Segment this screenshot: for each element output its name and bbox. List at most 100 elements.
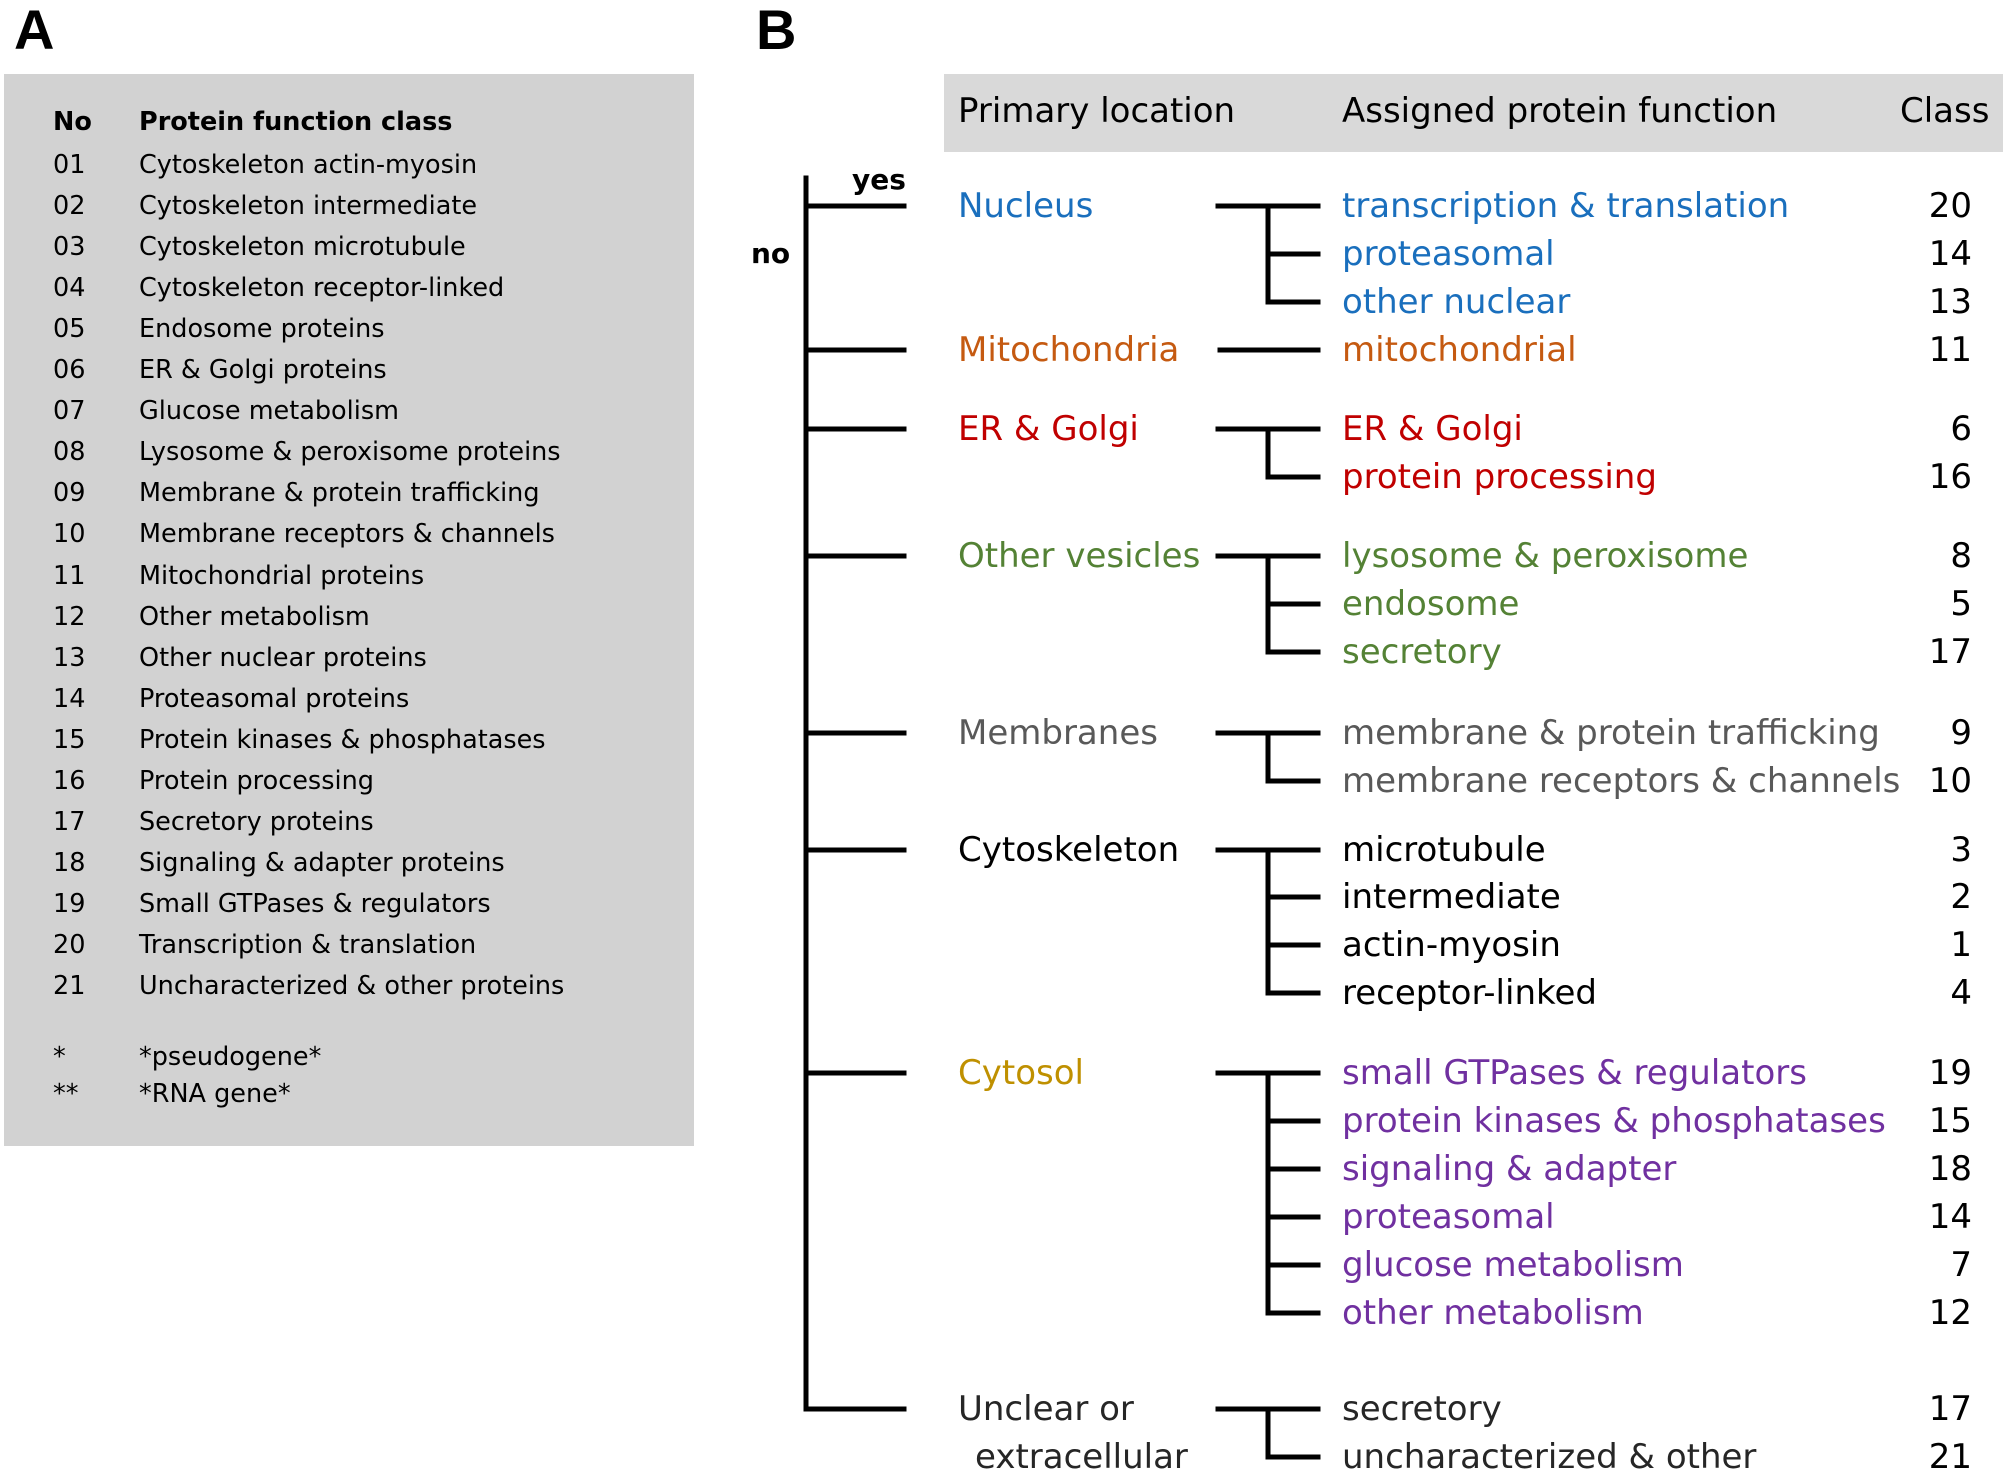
legend-row-label: Mitochondrial proteins	[139, 560, 425, 591]
legend-row-label: Uncharacterized & other proteins	[139, 971, 565, 1001]
legend-row-no: 20	[53, 929, 86, 960]
class-number: 18	[1928, 1149, 1972, 1189]
legend-row-label: Transcription & translation	[139, 929, 477, 960]
assigned-function-label: actin-myosin	[1342, 925, 1561, 965]
class-number: 16	[1928, 457, 1972, 497]
legend-row-label: Cytoskeleton intermediate	[139, 191, 478, 222]
tree-yes-label: yes	[852, 163, 906, 196]
primary-location-label: extracellular	[975, 1437, 1188, 1477]
class-number: 12	[1928, 1293, 1972, 1333]
class-number: 20	[1928, 186, 1972, 226]
primary-location-label: Cytosol	[958, 1053, 1084, 1093]
primary-location-label: Membranes	[958, 713, 1158, 753]
header-primary-location: Primary location	[958, 91, 1236, 131]
class-number: 3	[1950, 830, 1972, 870]
legend-row-no: 12	[53, 601, 86, 632]
class-number: 9	[1950, 713, 1972, 753]
legend-row-label: ER & Golgi proteins	[139, 355, 387, 386]
class-number: 6	[1950, 409, 1972, 449]
assigned-function-label: secretory	[1342, 632, 1502, 672]
assigned-function-label: ER & Golgi	[1342, 409, 1523, 449]
legend-row-no: 16	[53, 765, 86, 796]
legend-row-label: Signaling & adapter proteins	[139, 847, 505, 878]
legend-row-no: 01	[53, 150, 86, 180]
legend-row-label: Secretory proteins	[139, 806, 374, 837]
legend-row-label: Cytoskeleton actin-myosin	[139, 150, 478, 180]
class-number: 4	[1950, 973, 1972, 1013]
function-class-legend	[4, 74, 694, 1146]
assigned-function-label: membrane & protein trafficking	[1342, 713, 1880, 753]
legend-note-label: *RNA gene*	[139, 1079, 291, 1109]
class-number: 17	[1928, 632, 1972, 672]
assigned-function-label: membrane receptors & channels	[1342, 761, 1901, 801]
legend-row-no: 17	[53, 806, 86, 837]
assigned-function-label: microtubule	[1342, 830, 1546, 870]
legend-row-label: Protein processing	[139, 765, 374, 796]
primary-location-label: Other vesicles	[958, 536, 1201, 576]
assigned-function-label: uncharacterized & other	[1342, 1437, 1757, 1477]
assigned-function-label: protein kinases & phosphatases	[1342, 1101, 1886, 1141]
primary-location-label: Mitochondria	[958, 330, 1180, 370]
assigned-function-label: small GTPases & regulators	[1342, 1053, 1807, 1093]
legend-row-no: 10	[53, 519, 86, 550]
legend-row-no: 14	[53, 683, 86, 714]
legend-row-label: Lysosome & peroxisome proteins	[139, 437, 561, 468]
legend-row-label: Endosome proteins	[139, 314, 385, 345]
legend-row-no: 06	[53, 355, 86, 386]
legend-row-label: Small GTPases & regulators	[139, 888, 491, 919]
legend-row-no: 08	[53, 437, 86, 468]
legend-row-label: Proteasomal proteins	[139, 683, 410, 714]
primary-location-label: Unclear or	[958, 1389, 1134, 1429]
legend-row-no: 05	[53, 314, 86, 345]
legend-note-symbol: *	[53, 1042, 66, 1072]
legend-row-label: Other metabolism	[139, 601, 370, 632]
table-header	[944, 74, 2003, 152]
legend-row-label: Cytoskeleton microtubule	[139, 232, 466, 263]
class-number: 21	[1928, 1437, 1972, 1477]
legend-row-no: 13	[53, 642, 86, 673]
class-number: 10	[1928, 761, 1972, 801]
class-number: 15	[1928, 1101, 1972, 1141]
legend-row-no: 09	[53, 478, 86, 509]
assigned-function-label: protein processing	[1342, 457, 1657, 497]
legend-row-no: 19	[53, 888, 86, 919]
class-number: 2	[1950, 877, 1972, 917]
legend-row-label: Other nuclear proteins	[139, 642, 427, 673]
assigned-function-label: signaling & adapter	[1342, 1149, 1677, 1189]
legend-row-label: Glucose metabolism	[139, 396, 399, 427]
primary-location-label: ER & Golgi	[958, 409, 1139, 449]
legend-header-class: Protein function class	[139, 107, 453, 137]
primary-location-label: Cytoskeleton	[958, 830, 1180, 870]
legend-row-no: 03	[53, 232, 86, 263]
class-number: 13	[1928, 282, 1972, 322]
assigned-function-label: proteasomal	[1342, 234, 1555, 274]
class-number: 1	[1950, 925, 1972, 965]
class-number: 8	[1950, 536, 1972, 576]
legend-row-no: 02	[53, 191, 86, 222]
legend-row-no: 21	[53, 971, 86, 1001]
assigned-function-label: endosome	[1342, 584, 1520, 624]
class-number: 7	[1950, 1245, 1972, 1285]
class-number: 17	[1928, 1389, 1972, 1429]
assigned-function-label: receptor-linked	[1342, 973, 1597, 1013]
assigned-function-label: other metabolism	[1342, 1293, 1644, 1333]
legend-row-label: Protein kinases & phosphatases	[139, 724, 546, 755]
legend-row-label: Cytoskeleton receptor-linked	[139, 273, 505, 304]
class-number: 5	[1950, 584, 1972, 624]
legend-row-no: 15	[53, 724, 86, 755]
primary-location-label: Nucleus	[958, 186, 1094, 226]
assigned-function-label: mitochondrial	[1342, 330, 1577, 370]
assigned-function-label: proteasomal	[1342, 1197, 1555, 1237]
legend-row-label: Membrane receptors & channels	[139, 519, 555, 550]
assigned-function-label: intermediate	[1342, 877, 1561, 917]
header-assigned-function: Assigned protein function	[1342, 91, 1778, 131]
class-number: 14	[1928, 234, 1972, 274]
assigned-function-label: transcription & translation	[1342, 186, 1790, 226]
assigned-function-label: glucose metabolism	[1342, 1245, 1684, 1285]
legend-header-no: No	[53, 107, 92, 137]
legend-row-no: 07	[53, 396, 86, 427]
legend-row-no: 04	[53, 273, 86, 304]
assigned-function-label: secretory	[1342, 1389, 1502, 1429]
legend-note-symbol: **	[53, 1079, 79, 1109]
